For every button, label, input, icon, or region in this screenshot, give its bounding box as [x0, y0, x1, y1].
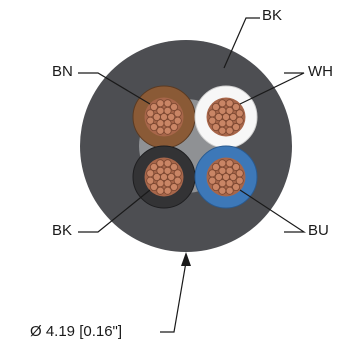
copper-strand — [235, 169, 244, 178]
copper-strand — [225, 126, 234, 135]
copper-strand — [170, 102, 179, 111]
leader-jacket — [223, 17, 260, 69]
copper-strand — [156, 159, 165, 168]
copper-strand — [208, 169, 217, 178]
copper-strand — [214, 172, 223, 181]
leader-lines — [78, 17, 307, 333]
copper-strand — [163, 99, 172, 108]
copper-strand — [229, 113, 238, 122]
copper-strand — [163, 119, 172, 128]
copper-strand — [218, 186, 227, 195]
copper-strand — [163, 106, 172, 115]
copper-strand — [208, 176, 217, 185]
copper-strand — [170, 162, 179, 171]
leader-bottom-right — [239, 189, 307, 233]
diameter-leader — [160, 261, 187, 333]
copper-strand — [225, 166, 234, 175]
conductor-black — [132, 145, 196, 209]
copper-strand — [146, 116, 155, 125]
copper-strand — [146, 109, 155, 118]
conductor-blue — [194, 145, 258, 209]
copper-strand — [208, 109, 217, 118]
copper-strand — [163, 179, 172, 188]
copper-strand — [218, 166, 227, 175]
copper-strand — [149, 183, 158, 192]
copper-strand — [163, 186, 172, 195]
copper-strand — [218, 159, 227, 168]
copper-strand — [229, 172, 238, 181]
copper-strand — [149, 123, 158, 132]
copper-strand — [149, 162, 158, 171]
copper-strand — [173, 116, 182, 125]
diameter-arrowhead — [181, 252, 191, 266]
copper-strand — [225, 119, 234, 128]
copper-strand — [214, 113, 223, 122]
copper-strand — [235, 109, 244, 118]
copper-strand — [156, 126, 165, 135]
label-conductor-top-right: WH — [308, 63, 333, 80]
copper-strand — [173, 176, 182, 185]
copper-strand — [156, 99, 165, 108]
copper-strand — [235, 116, 244, 125]
copper-strand — [208, 116, 217, 125]
copper-strand — [232, 162, 241, 171]
copper-strand — [163, 159, 172, 168]
copper-strand — [146, 176, 155, 185]
copper-strand — [218, 106, 227, 115]
conductor-brown — [132, 85, 196, 149]
copper-strand — [156, 106, 165, 115]
copper-strand — [232, 102, 241, 111]
copper-strand — [156, 166, 165, 175]
copper-strand — [173, 169, 182, 178]
label-conductor-bottom-left: BK — [52, 222, 73, 239]
copper-strand — [225, 179, 234, 188]
copper-strand — [218, 99, 227, 108]
copper-strand — [211, 123, 220, 132]
copper-strand — [170, 183, 179, 192]
copper-strand — [225, 99, 234, 108]
copper-strand — [149, 102, 158, 111]
copper-strand — [232, 123, 241, 132]
copper-strand — [173, 109, 182, 118]
copper-strand — [170, 123, 179, 132]
conductor-white — [194, 85, 258, 149]
leader-top-right — [239, 72, 305, 105]
copper-strand — [211, 183, 220, 192]
copper-strand — [211, 102, 220, 111]
copper-strand — [232, 183, 241, 192]
copper-strand — [218, 126, 227, 135]
copper-strand — [167, 172, 176, 181]
label-conductor-bottom-right: BU — [308, 222, 329, 239]
label-conductor-top-left: BN — [52, 63, 73, 80]
copper-strand — [225, 159, 234, 168]
copper-strand — [146, 169, 155, 178]
copper-strand — [156, 186, 165, 195]
copper-strand — [167, 113, 176, 122]
copper-strand — [211, 162, 220, 171]
copper-strand — [235, 176, 244, 185]
label-diameter: Ø 4.19 [0.16"] — [30, 323, 123, 340]
copper-strand — [163, 126, 172, 135]
label-jacket: BK — [262, 7, 283, 24]
copper-strand — [163, 166, 172, 175]
copper-strand — [152, 113, 161, 122]
copper-strand — [225, 186, 234, 195]
copper-strand — [152, 172, 161, 181]
leader-top-left — [78, 72, 151, 105]
leader-bottom-left — [78, 189, 151, 233]
copper-strand — [225, 106, 234, 115]
